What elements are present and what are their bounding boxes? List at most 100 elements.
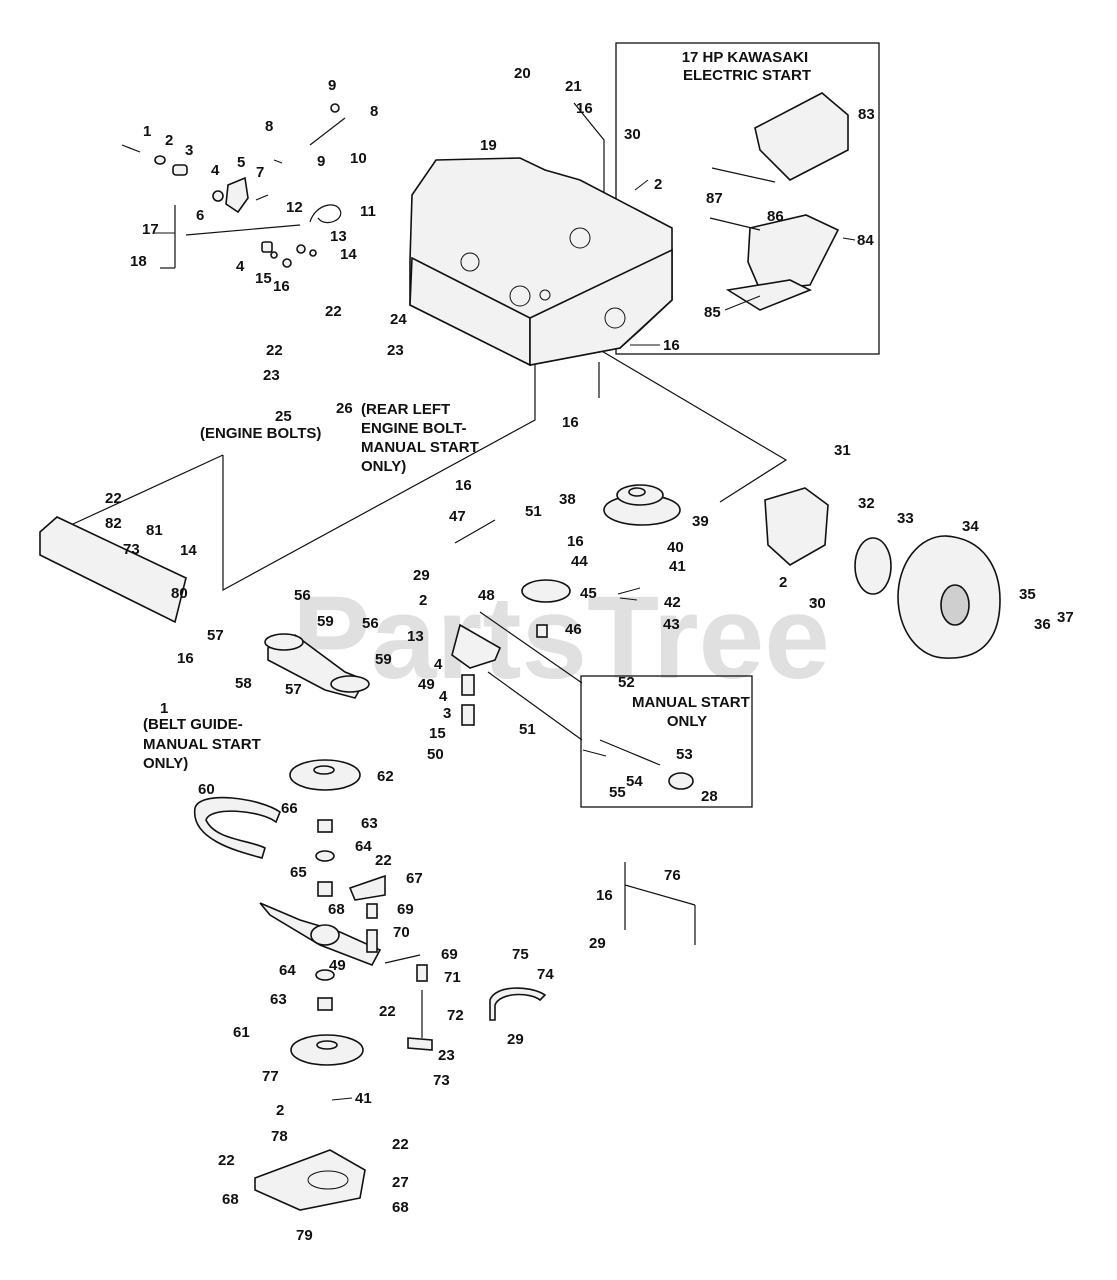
callout-label: 22 [325, 303, 342, 320]
callout-label: 63 [361, 815, 378, 832]
callout-label: 51 [525, 503, 542, 520]
callout-label: 16 [273, 278, 290, 295]
callout-label: 22 [105, 490, 122, 507]
callout-label: 4 [439, 688, 448, 705]
callout-label: 29 [413, 567, 430, 584]
callout-label: 38 [559, 491, 576, 508]
callout-label: 9 [317, 153, 325, 170]
callout-label: 39 [692, 513, 709, 530]
leader-lines [155, 179, 856, 1101]
callout-label: 41 [355, 1090, 372, 1107]
callout-label: 10 [350, 150, 367, 167]
callout-label: 16 [663, 337, 680, 354]
callout-label: 22 [379, 1003, 396, 1020]
callout-label: 77 [262, 1068, 279, 1085]
callout-label: 27 [392, 1174, 409, 1191]
callout-label: 31 [834, 442, 851, 459]
callout-label: 34 [962, 518, 979, 535]
callout-label: 72 [447, 1007, 464, 1024]
callout-label: 51 [519, 721, 536, 738]
callout-label: 87 [706, 190, 723, 207]
callout-label: 17 [142, 221, 159, 238]
callout-label: 8 [370, 103, 378, 120]
engine-pulley-39 [603, 484, 681, 526]
callout-label: 54 [626, 773, 643, 790]
callout-label: 4 [211, 162, 220, 179]
callout-label: 81 [146, 522, 163, 539]
callout-label: 16 [567, 533, 584, 550]
callout-label: 16 [455, 477, 472, 494]
callout-label: 55 [609, 784, 626, 801]
callout-label: 68 [392, 1199, 409, 1216]
callout-label: 84 [857, 232, 874, 249]
callout-label: 63 [270, 991, 287, 1008]
callout-label: 64 [279, 962, 296, 979]
callout-label: 64 [355, 838, 372, 855]
callout-label: 7 [256, 164, 264, 181]
watermark-trademark: ™ [808, 598, 818, 609]
engine-bolts-note: (ENGINE BOLTS) [200, 425, 321, 442]
callout-label: 86 [767, 208, 784, 225]
callout-label: 79 [296, 1227, 313, 1244]
callout-label: 62 [377, 768, 394, 785]
callout-label: 32 [858, 495, 875, 512]
callout-label: 69 [397, 901, 414, 918]
callout-label: 68 [328, 901, 345, 918]
callout-label: 16 [177, 650, 194, 667]
callout-label: 2 [419, 592, 427, 609]
callout-label: 23 [438, 1047, 455, 1064]
callout-label: 8 [265, 118, 273, 135]
callout-label: 24 [390, 311, 407, 328]
callout-label: 67 [406, 870, 423, 887]
manual-start-inset-box [580, 675, 753, 808]
rear-left-engine-bolt-note: (REAR LEFT ENGINE BOLT- MANUAL START ONL… [361, 401, 483, 475]
callout-label: 26 [336, 400, 353, 417]
callout-label: 15 [255, 270, 272, 287]
callout-label: 46 [565, 621, 582, 638]
callout-label: 43 [663, 616, 680, 633]
wheel-assembly [764, 487, 1001, 659]
callout-label: 49 [418, 676, 435, 693]
callout-label: 48 [478, 587, 495, 604]
callout-label: 3 [443, 705, 451, 722]
callout-label: 14 [340, 246, 357, 263]
callout-label: 15 [429, 725, 446, 742]
callout-label: 30 [809, 595, 826, 612]
callout-label: 52 [618, 674, 635, 691]
callout-label: 85 [704, 304, 721, 321]
callout-label: 50 [427, 746, 444, 763]
kawasaki-note: 17 HP KAWASAKI ELECTRIC START [682, 49, 813, 84]
callout-label: 22 [392, 1136, 409, 1153]
callout-label: 65 [290, 864, 307, 881]
callout-label: 36 [1034, 616, 1051, 633]
callout-label: 16 [576, 100, 593, 117]
callout-label: 1 [160, 700, 168, 717]
idler-assembly-58 [264, 633, 370, 699]
callout-label: 49 [329, 957, 346, 974]
callout-label: 18 [130, 253, 147, 270]
callout-label: 69 [441, 946, 458, 963]
callout-label: 44 [571, 553, 588, 570]
callout-label: 47 [449, 508, 466, 525]
callout-label: 66 [281, 800, 298, 817]
callout-label: 40 [667, 539, 684, 556]
callout-label: 83 [858, 106, 875, 123]
bracket-67-arm-72 [348, 874, 433, 1051]
callout-label: 35 [1019, 586, 1036, 603]
callout-label: 6 [196, 207, 204, 224]
callout-label: 74 [537, 966, 554, 983]
callout-label: 68 [222, 1191, 239, 1208]
callout-label: 2 [654, 176, 662, 193]
callout-label: 61 [233, 1024, 250, 1041]
callout-label: 78 [271, 1128, 288, 1145]
lower-pulley-77 [290, 1034, 364, 1066]
callout-label: 28 [701, 788, 718, 805]
frame-part-19 [409, 157, 673, 367]
callout-label: 80 [171, 585, 188, 602]
drive-belt-60 [194, 796, 281, 859]
callout-label: 56 [362, 615, 379, 632]
callout-label: 2 [165, 132, 173, 149]
callout-label: 73 [123, 541, 140, 558]
callout-label: 22 [266, 342, 283, 359]
callout-label: 37 [1057, 609, 1074, 626]
